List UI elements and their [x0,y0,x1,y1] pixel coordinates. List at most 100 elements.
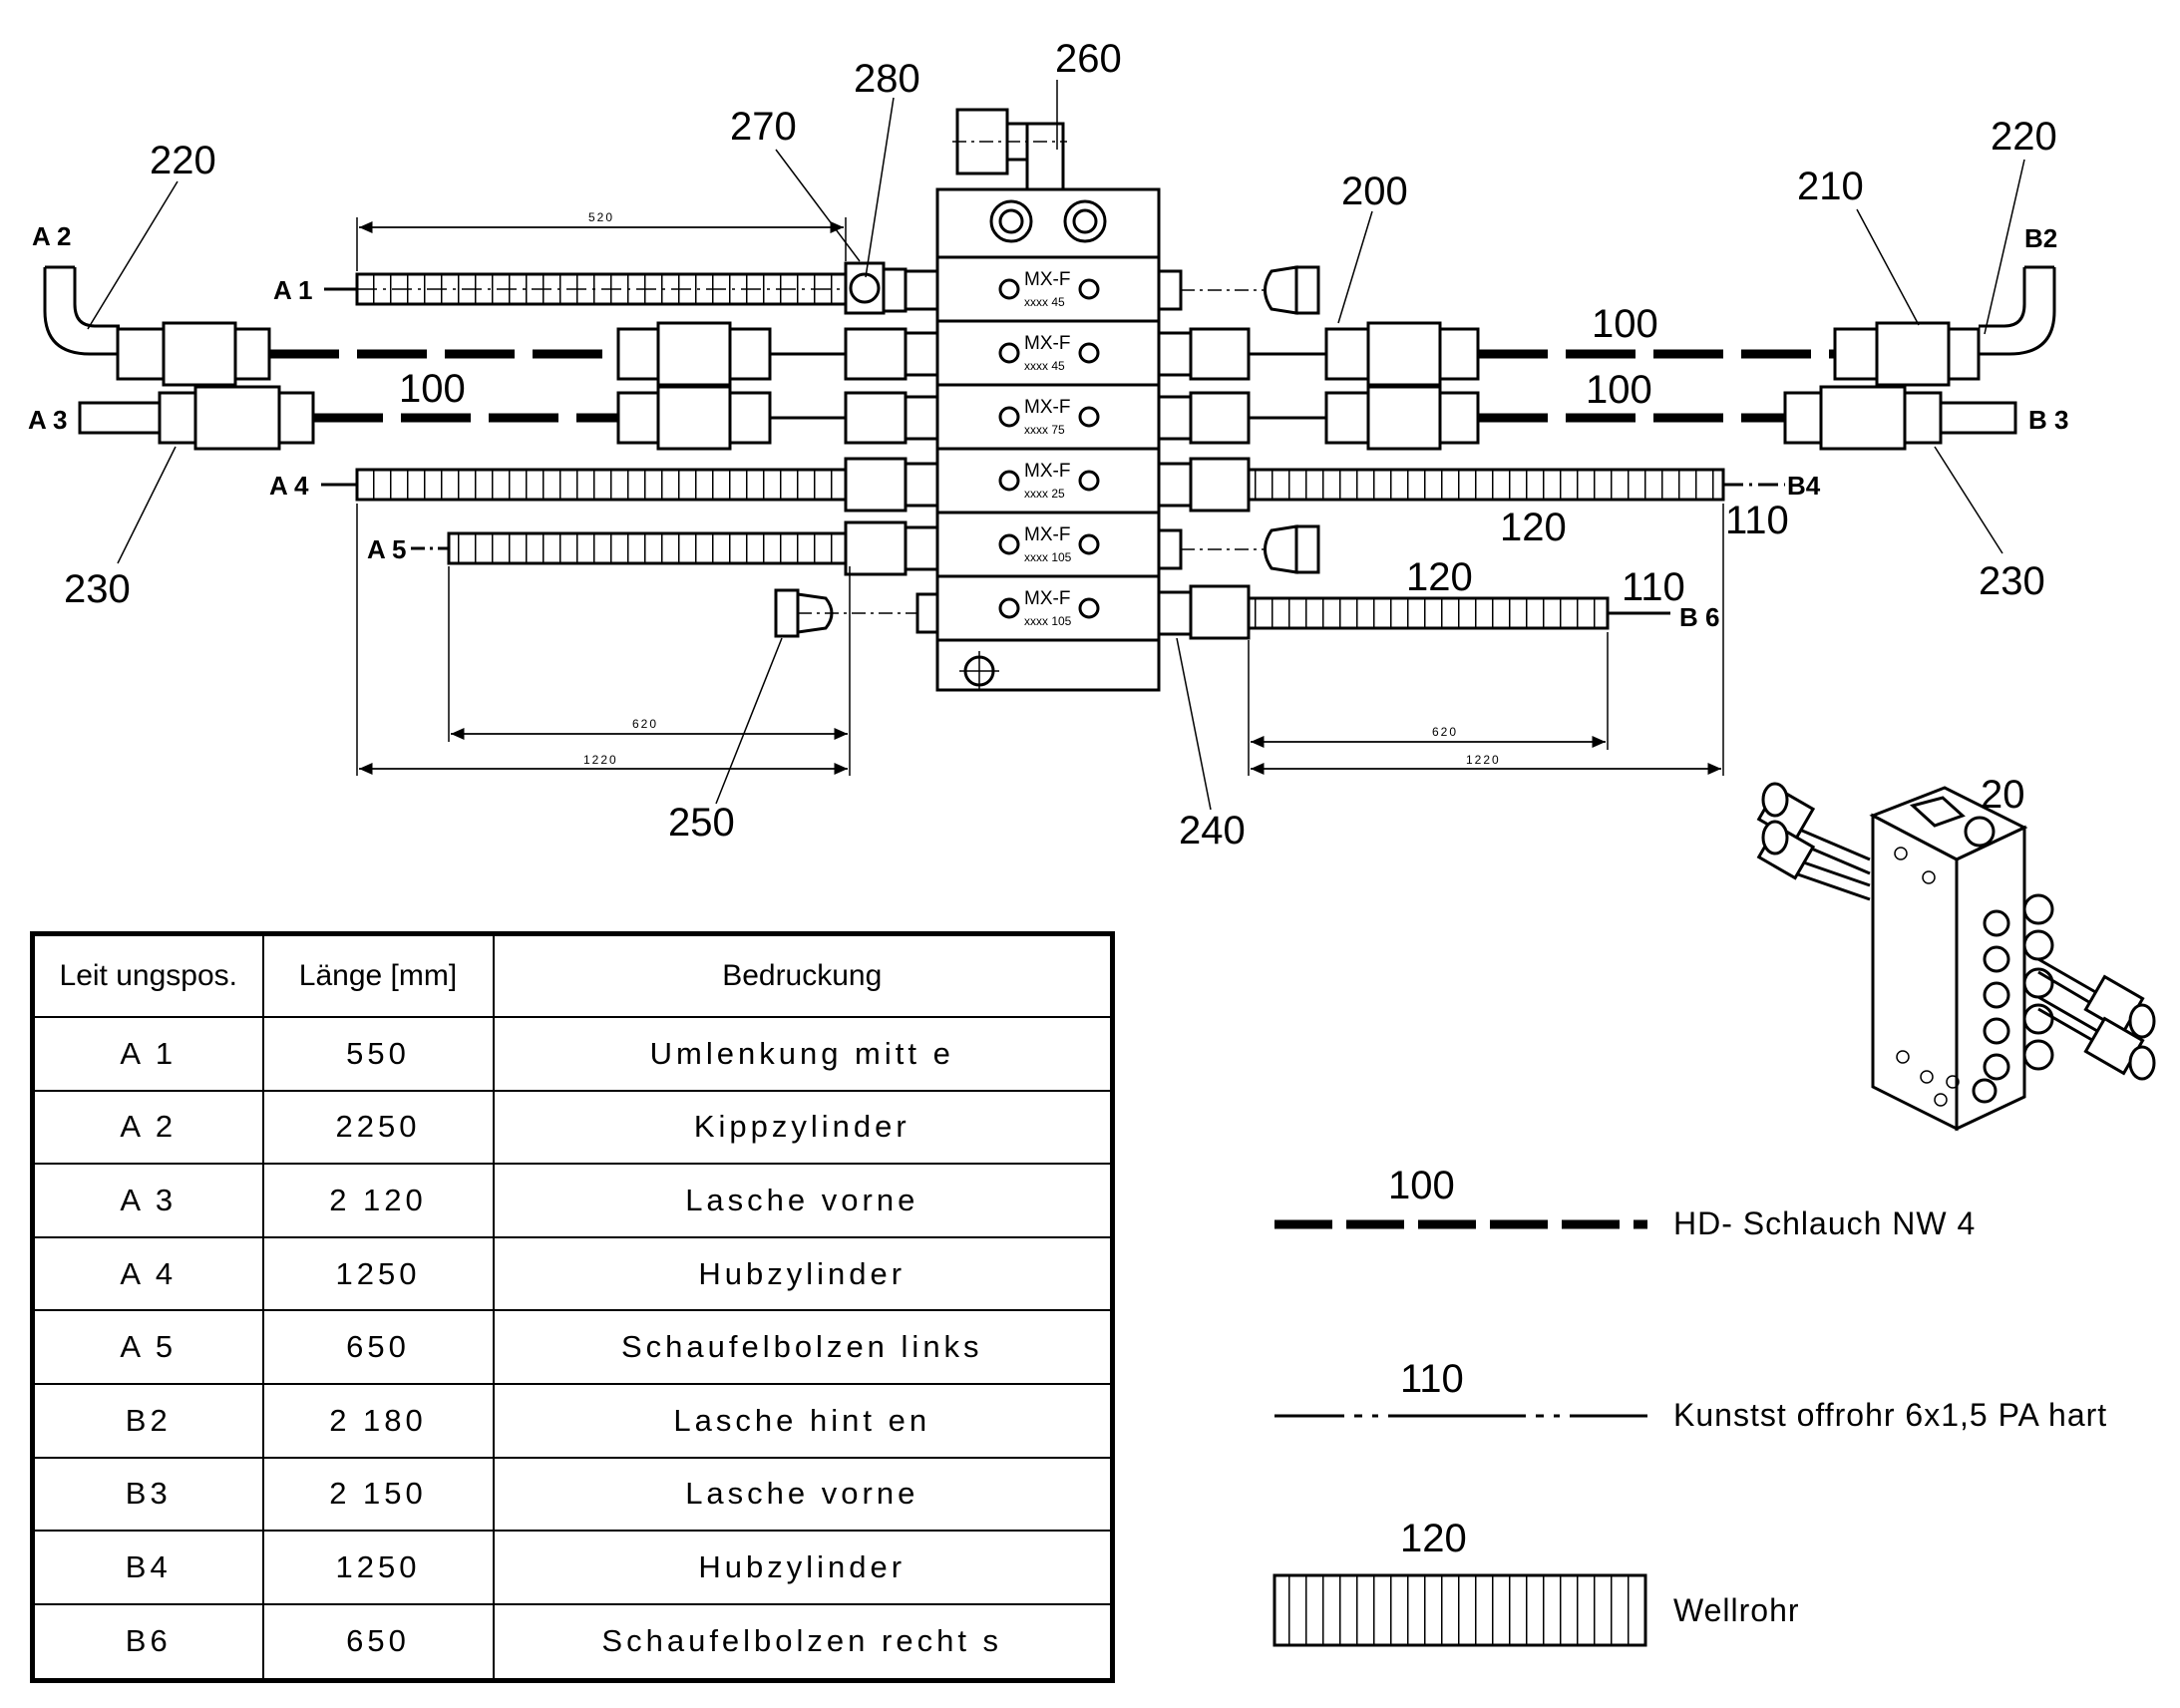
cell-length: 2 150 [261,1456,495,1533]
line-b6 [1157,584,1670,640]
cell-position: B6 [31,1602,264,1682]
cell-printing: Lasche vorne [492,1456,1114,1533]
callout-210: 210 [1797,165,1864,208]
callout-280: 280 [854,57,920,101]
table-row: B4 1250 Hubzylinder [31,1530,1114,1605]
line-b3 [1157,385,2017,451]
dim-right-620: 620 [1432,725,1458,739]
well-120-b6: 120 [1406,555,1473,599]
well-120-b4: 120 [1500,506,1567,549]
valve-code-4: MX-F [1024,461,1070,482]
callout-270: 270 [730,105,797,149]
valve-code-1: MX-F [1024,269,1070,290]
valve-row-5: MX-F xxxx 105 [998,524,1100,564]
hose-100-left: 100 [399,367,466,411]
dim-right-1220: 1220 [1466,753,1501,767]
plug-b5 [1157,524,1320,574]
table-row: A 1 550 Umlenkung mitt e [31,1016,1114,1092]
valve-code-3: MX-F [1024,397,1070,418]
callout-200: 200 [1341,170,1408,213]
legend-hose-label: HD- Schlauch NW 4 [1673,1205,1976,1241]
cell-position: B3 [31,1456,264,1533]
dim-a1-length: 520 [588,210,614,224]
valve-code-5: MX-F [1024,524,1070,545]
valve-sub-2: xxxx 45 [1024,359,1065,373]
legend-hose-number: 100 [1388,1164,1455,1207]
dim-left-620: 620 [632,717,658,731]
cell-length: 550 [261,1016,495,1092]
valve-sub-5: xxxx 105 [1024,550,1072,564]
valve-row-3: MX-F xxxx 75 [998,397,1100,437]
plug-b1 [1157,265,1320,315]
cell-position: A 1 [31,1016,264,1092]
cell-length: 650 [261,1602,495,1682]
cell-position: A 2 [31,1089,264,1166]
table-row: B6 650 Schaufelbolzen recht s [31,1602,1114,1682]
cell-printing: Hubzylinder [492,1235,1114,1312]
leader-lines [87,80,2025,811]
cell-length: 650 [261,1309,495,1386]
cell-length: 2 120 [261,1163,495,1238]
cell-printing: Schaufelbolzen recht s [492,1602,1114,1682]
conn-a3: A 3 [28,405,68,435]
cell-position: A 3 [31,1163,264,1238]
distributor-block [935,187,1161,692]
legend: 100 HD- Schlauch NW 4 110 Kunstst offroh… [1272,1164,2106,1647]
line-b2 [1157,265,2056,387]
header-length: Länge [mm] [261,932,495,1018]
cell-position: B2 [31,1383,264,1459]
table-row: A 5 650 Schaufelbolzen links [31,1309,1114,1386]
cell-position: A 5 [31,1309,264,1386]
valve-sub-4: xxxx 25 [1024,487,1065,501]
line-a1 [324,261,939,315]
valve-row-4: MX-F xxxx 25 [998,461,1100,501]
cell-position: A 4 [31,1235,264,1312]
hose-100-b3: 100 [1586,368,1652,412]
plug-250 [774,588,939,638]
table-row: A 3 2 120 Lasche vorne [31,1163,1114,1238]
conn-a4: A 4 [269,471,309,501]
valve-row-1: MX-F xxxx 45 [998,269,1100,309]
callout-220-right: 220 [1991,115,2057,159]
cell-printing: Kippzylinder [492,1089,1114,1166]
valve-code-2: MX-F [1024,333,1070,354]
callout-260: 260 [1055,37,1122,81]
valve-row-2: MX-F xxxx 45 [998,333,1100,373]
cell-printing: Lasche hint en [492,1383,1114,1459]
line-a3 [78,385,939,451]
table-header-row: Leit ungspos. Länge [mm] Bedruckung [31,932,1114,1018]
conn-b6: B 6 [1679,602,1719,632]
hose-100-b2: 100 [1592,302,1658,346]
callout-220-left: 220 [150,139,216,182]
valve-code-6: MX-F [1024,588,1070,609]
isometric-assembly-view [1756,782,2156,1132]
cell-printing: Lasche vorne [492,1163,1114,1238]
legend-well-number: 120 [1400,1517,1467,1560]
table-row: A 2 2250 Kippzylinder [31,1089,1114,1166]
table-row: B2 2 180 Lasche hint en [31,1383,1114,1459]
cell-printing: Umlenkung mitt e [492,1016,1114,1092]
cell-length: 2250 [261,1089,495,1166]
line-b4 [1157,457,1785,512]
line-a4 [321,457,939,512]
line-a2 [43,265,939,387]
valve-sub-6: xxxx 105 [1024,614,1072,628]
valve-sub-3: xxxx 75 [1024,423,1065,437]
legend-pipe-number: 110 [1400,1357,1464,1401]
cell-position: B4 [31,1530,264,1605]
conn-b4: B4 [1787,471,1821,501]
valve-row-6: MX-F xxxx 105 [998,588,1100,628]
table-row: B3 2 150 Lasche vorne [31,1456,1114,1533]
cell-printing: Hubzylinder [492,1530,1114,1605]
cell-printing: Schaufelbolzen links [492,1309,1114,1386]
callout-240: 240 [1179,809,1246,853]
cell-length: 1250 [261,1235,495,1312]
pipe-110-b4: 110 [1725,499,1789,542]
header-printing: Bedruckung [492,932,1114,1018]
conn-b2: B2 [2024,223,2057,253]
callout-250: 250 [668,801,735,845]
callout-230-left: 230 [64,567,131,611]
line-a5 [411,520,939,576]
cell-length: 1250 [261,1530,495,1605]
conn-b3: B 3 [2028,405,2068,435]
